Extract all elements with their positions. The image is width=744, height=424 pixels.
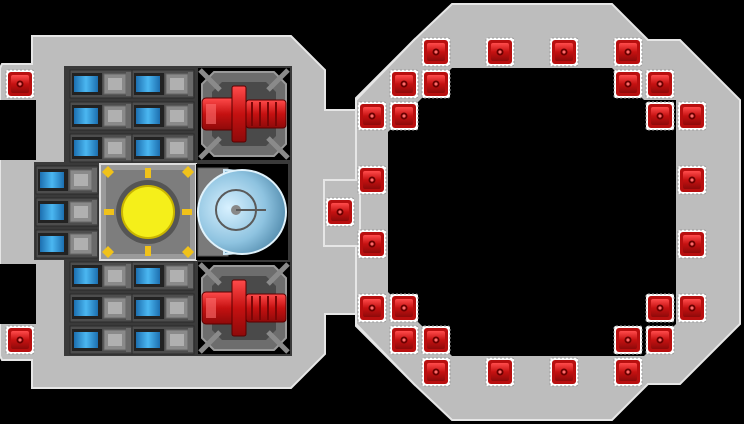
red-armor-tile — [549, 37, 579, 67]
red-armor-tile — [677, 101, 707, 131]
red-armor-tile — [613, 357, 643, 387]
red-armor-tile — [485, 37, 515, 67]
battery-cell — [131, 133, 195, 163]
red-armor-tile — [357, 229, 387, 259]
red-armor-tile — [677, 293, 707, 323]
thruster-engine-top — [198, 68, 290, 160]
octagon-ring — [323, 3, 741, 421]
battery-cell — [69, 261, 133, 291]
battery-cell — [131, 69, 195, 99]
battery-cell — [131, 101, 195, 131]
red-armor-tile — [389, 325, 419, 355]
shield-generator — [196, 164, 288, 260]
red-armor-tile — [325, 197, 355, 227]
battery-cell — [131, 261, 195, 291]
reactor-core — [99, 163, 197, 261]
red-armor-tile — [421, 325, 451, 355]
red-armor-tile — [421, 357, 451, 387]
red-armor-tile — [613, 325, 643, 355]
battery-cell — [131, 293, 195, 323]
red-tiles — [5, 37, 707, 387]
red-armor-tile — [389, 101, 419, 131]
red-armor-tile — [389, 293, 419, 323]
red-armor-tile — [645, 101, 675, 131]
red-armor-tile — [5, 325, 35, 355]
red-armor-tile — [357, 101, 387, 131]
battery-cell — [35, 197, 99, 227]
battery-cell — [69, 325, 133, 355]
red-armor-tile — [677, 165, 707, 195]
red-armor-tile — [485, 357, 515, 387]
red-armor-tile — [389, 69, 419, 99]
red-armor-tile — [677, 229, 707, 259]
red-armor-tile — [613, 37, 643, 67]
battery-cell — [69, 69, 133, 99]
thruster-engine-bottom — [198, 262, 290, 354]
battery-cell — [69, 293, 133, 323]
red-armor-tile — [645, 69, 675, 99]
red-armor-tile — [645, 325, 675, 355]
battery-cell — [35, 165, 99, 195]
battery-cell — [69, 133, 133, 163]
red-armor-tile — [357, 165, 387, 195]
red-armor-tile — [5, 69, 35, 99]
red-armor-tile — [421, 69, 451, 99]
red-armor-tile — [645, 293, 675, 323]
red-armor-tile — [421, 37, 451, 67]
red-armor-tile — [357, 293, 387, 323]
red-armor-tile — [613, 69, 643, 99]
red-armor-tile — [549, 357, 579, 387]
battery-cell — [131, 325, 195, 355]
battery-cell — [35, 229, 99, 259]
battery-cell — [69, 101, 133, 131]
battery-bank — [35, 69, 195, 355]
